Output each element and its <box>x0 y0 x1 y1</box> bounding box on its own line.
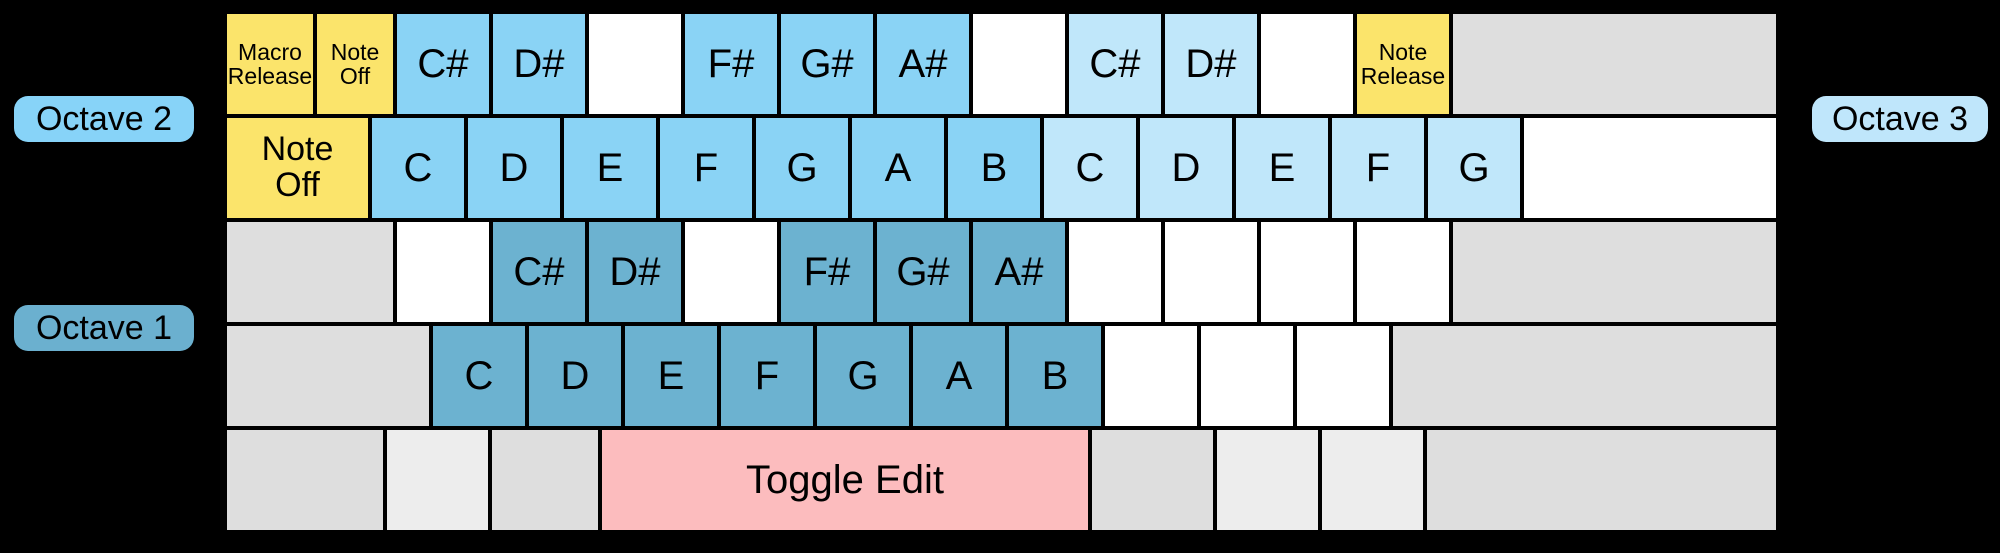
key-blank[interactable] <box>1391 324 1778 428</box>
key-blank[interactable] <box>225 324 431 428</box>
key-f[interactable]: F# <box>683 12 779 116</box>
key-blank[interactable] <box>225 220 395 324</box>
key-c[interactable]: C# <box>395 12 491 116</box>
key-blank[interactable] <box>1259 12 1355 116</box>
key-e[interactable]: E <box>1234 116 1330 220</box>
key-f[interactable]: F <box>719 324 815 428</box>
key-d[interactable]: D <box>466 116 562 220</box>
key-blank[interactable] <box>1425 428 1778 532</box>
key-toggle-edit[interactable]: Toggle Edit <box>600 428 1090 532</box>
key-d[interactable]: D <box>527 324 623 428</box>
key-blank[interactable] <box>1451 12 1778 116</box>
key-blank[interactable] <box>1259 220 1355 324</box>
key-g[interactable]: G# <box>779 12 875 116</box>
key-b[interactable]: B <box>946 116 1042 220</box>
key-note-off[interactable]: Note Off <box>225 116 370 220</box>
key-g[interactable]: G <box>754 116 850 220</box>
key-blank[interactable] <box>587 12 683 116</box>
key-c[interactable]: C <box>370 116 466 220</box>
key-a[interactable]: A <box>911 324 1007 428</box>
key-blank[interactable] <box>1215 428 1320 532</box>
key-blank[interactable] <box>1522 116 1778 220</box>
key-macro-release[interactable]: Macro Release <box>225 12 315 116</box>
key-blank[interactable] <box>225 428 385 532</box>
key-b[interactable]: B <box>1007 324 1103 428</box>
key-blank[interactable] <box>1320 428 1425 532</box>
key-f[interactable]: F# <box>779 220 875 324</box>
key-blank[interactable] <box>971 12 1067 116</box>
key-blank[interactable] <box>490 428 600 532</box>
octave-2-badge: Octave 2 <box>14 96 194 142</box>
keyboard-row-bottom: Toggle Edit <box>225 428 1778 532</box>
key-f[interactable]: F <box>1330 116 1426 220</box>
key-d[interactable]: D <box>1138 116 1234 220</box>
key-c[interactable]: C <box>431 324 527 428</box>
key-g[interactable]: G# <box>875 220 971 324</box>
octave-3-badge: Octave 3 <box>1812 96 1988 142</box>
key-a[interactable]: A# <box>875 12 971 116</box>
key-blank[interactable] <box>683 220 779 324</box>
key-blank[interactable] <box>1355 220 1451 324</box>
key-e[interactable]: E <box>562 116 658 220</box>
key-c[interactable]: C# <box>491 220 587 324</box>
key-d[interactable]: D# <box>491 12 587 116</box>
key-d[interactable]: D# <box>587 220 683 324</box>
key-g[interactable]: G <box>815 324 911 428</box>
octave-1-badge: Octave 1 <box>14 305 194 351</box>
key-g[interactable]: G <box>1426 116 1522 220</box>
key-blank[interactable] <box>1090 428 1215 532</box>
key-a[interactable]: A# <box>971 220 1067 324</box>
key-e[interactable]: E <box>623 324 719 428</box>
key-c[interactable]: C <box>1042 116 1138 220</box>
key-blank[interactable] <box>1103 324 1199 428</box>
key-blank[interactable] <box>1163 220 1259 324</box>
key-blank[interactable] <box>1295 324 1391 428</box>
key-blank[interactable] <box>1451 220 1778 324</box>
key-a[interactable]: A <box>850 116 946 220</box>
key-f[interactable]: F <box>658 116 754 220</box>
key-note-release[interactable]: Note Release <box>1355 12 1451 116</box>
key-c[interactable]: C# <box>1067 12 1163 116</box>
key-note-off[interactable]: Note Off <box>315 12 395 116</box>
key-d[interactable]: D# <box>1163 12 1259 116</box>
key-blank[interactable] <box>1067 220 1163 324</box>
key-blank[interactable] <box>385 428 490 532</box>
key-blank[interactable] <box>395 220 491 324</box>
keyboard-row-asdf: C#D# F#G#A# <box>225 220 1778 324</box>
key-blank[interactable] <box>1199 324 1295 428</box>
